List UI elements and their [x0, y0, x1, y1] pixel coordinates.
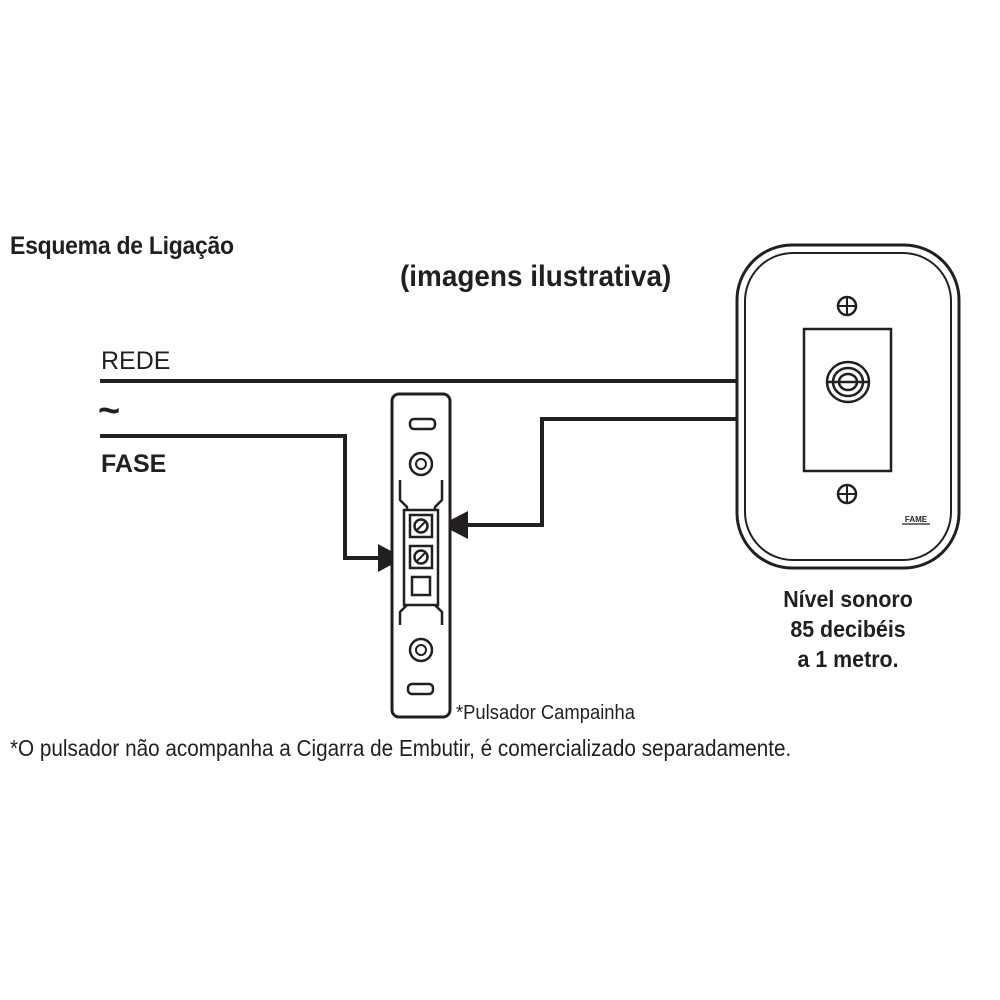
return-arrow-icon — [441, 511, 468, 539]
fase-label: FASE — [101, 450, 167, 478]
buzzer-plate: FAME — [735, 243, 961, 570]
diagram-title: Esquema de Ligação — [10, 232, 234, 260]
pulsador-bottom-slot — [406, 682, 435, 696]
pulsador-device — [390, 392, 452, 719]
ac-symbol-label: ~ — [98, 390, 121, 432]
footnote: *O pulsador não acompanha a Cigarra de E… — [10, 735, 792, 761]
sound-level-line: 85 decibéis — [790, 616, 906, 642]
sound-wave-icon — [825, 360, 871, 404]
pulsador-top-slot — [408, 417, 437, 431]
brand-logo: FAME — [905, 515, 928, 524]
return-wire — [466, 417, 741, 527]
sound-level-line: a 1 metro. — [797, 646, 899, 672]
fase-wire — [100, 434, 380, 560]
sound-level-label: Nível sonoro 85 decibéis a 1 metro. — [783, 584, 913, 674]
pulsador-label: *Pulsador Campainha — [456, 702, 635, 724]
rede-label: REDE — [101, 347, 171, 375]
sound-level-line: Nível sonoro — [783, 586, 913, 612]
diagram-subtitle: (imagens ilustrativa) — [400, 260, 672, 293]
